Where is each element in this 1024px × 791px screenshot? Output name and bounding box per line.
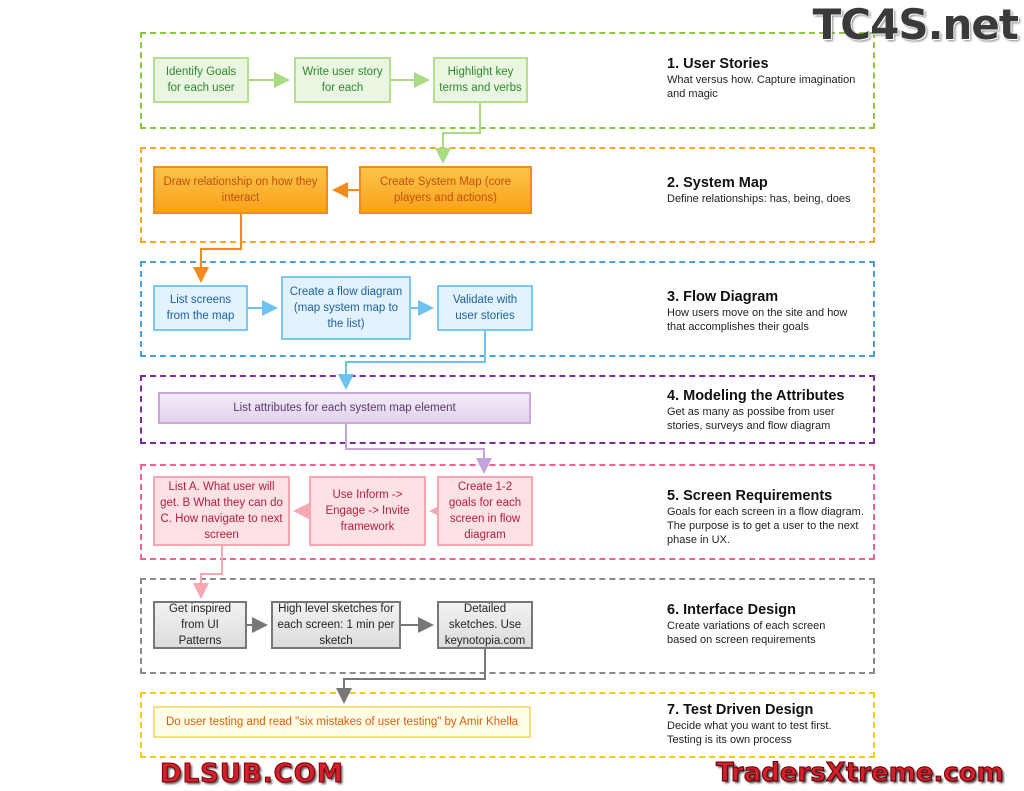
section-desc: Get as many as possibe from user stories…: [667, 406, 835, 432]
step-draw-relationship: Draw relationship on how they interact: [153, 166, 328, 214]
step-get-inspired: Get inspired from UI Patterns: [153, 601, 247, 649]
step-create-system-map: Create System Map (core players and acti…: [359, 166, 532, 214]
step-validate-stories: Validate with user stories: [437, 285, 533, 331]
section-system-map: [140, 147, 875, 243]
section-modeling-attributes: [140, 375, 875, 444]
section-desc: Create variations of each screen based o…: [667, 620, 826, 646]
step-highlight-terms: Highlight key terms and verbs: [433, 57, 528, 103]
section-user-stories: [140, 32, 875, 129]
arrow: [336, 649, 486, 704]
arrow: [345, 424, 492, 474]
section-title: 1. User Stories: [667, 56, 769, 72]
step-high-level-sketches: High level sketches for each screen: 1 m…: [271, 601, 401, 649]
arrow: [193, 546, 223, 599]
section-title: 2. System Map: [667, 175, 768, 191]
section-test-driven-design: [140, 692, 875, 758]
step-create-flow-diagram: Create a flow diagram (map system map to…: [281, 276, 411, 340]
arrow: [435, 103, 481, 164]
watermark-dlsub: DLSUB.COM: [160, 759, 344, 789]
step-write-user-story: Write user story for each: [294, 57, 391, 103]
section-desc: Decide what you want to test first. Test…: [667, 720, 832, 746]
section-title: 7. Test Driven Design: [667, 702, 814, 718]
step-list-what-user-gets: List A. What user will get. B What they …: [153, 476, 290, 546]
section-flow-diagram: [140, 261, 875, 357]
step-list-screens: List screens from the map: [153, 285, 248, 331]
section-desc: Goals for each screen in a flow diagram.…: [667, 506, 864, 546]
section-interface-design: [140, 578, 875, 674]
step-user-testing: Do user testing and read "six mistakes o…: [153, 706, 531, 738]
watermark-tc4s: TC4S.net: [812, 0, 1019, 49]
section-desc: What versus how. Capture imagination and…: [667, 74, 856, 100]
section-title: 3. Flow Diagram: [667, 289, 779, 305]
section-screen-requirements: [140, 464, 875, 560]
step-detailed-sketches: Detailed sketches. Use keynotopia.com: [437, 601, 533, 649]
section-desc: Define relationships: has, being, does: [667, 193, 851, 205]
section-title: 4. Modeling the Attributes: [667, 388, 845, 404]
arrow: [193, 214, 242, 283]
step-create-goals: Create 1-2 goals for each screen in flow…: [437, 476, 533, 546]
section-desc: How users move on the site and how that …: [667, 307, 848, 333]
step-inform-engage-invite: Use Inform -> Engage -> Invite framework: [309, 476, 426, 546]
section-title: 6. Interface Design: [667, 602, 796, 618]
arrow: [338, 331, 486, 390]
section-title: 5. Screen Requirements: [667, 488, 833, 504]
step-identify-goals: Identify Goals for each user: [153, 57, 249, 103]
watermark-tradersxtreme: TradersXtreme.com: [716, 758, 1005, 788]
step-list-attributes: List attributes for each system map elem…: [158, 392, 531, 424]
